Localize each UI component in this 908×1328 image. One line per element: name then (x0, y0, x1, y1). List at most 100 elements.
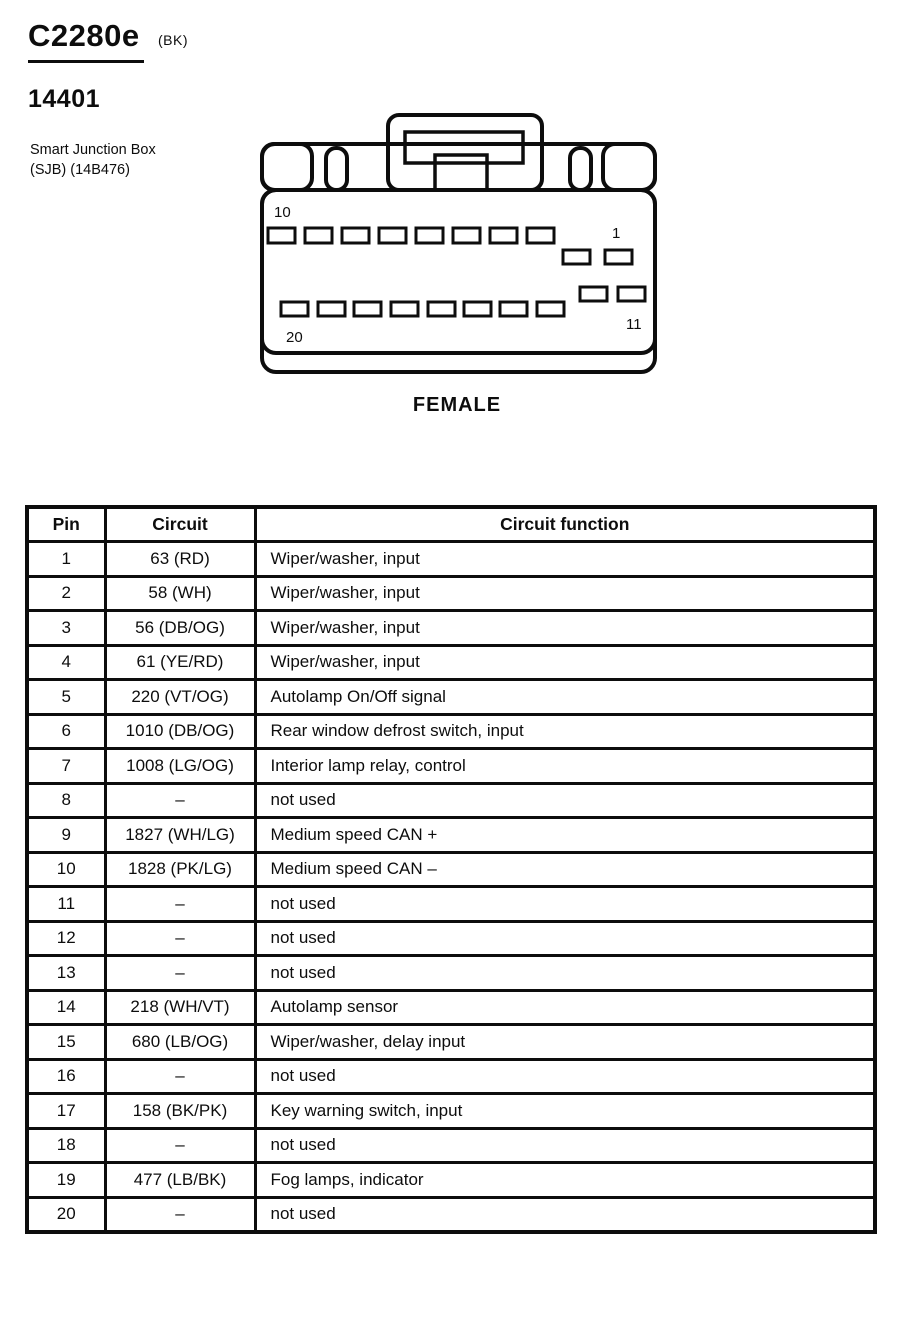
circuit-cell: – (103, 781, 257, 819)
pin-cell: 1 (25, 540, 107, 578)
circuit-cell: 1828 (PK/LG) (103, 850, 257, 888)
pin-cell: 10 (25, 850, 107, 888)
circuit-function-cell: not used (253, 1057, 877, 1095)
table-row: 11–not used (25, 885, 877, 923)
pin-label-10: 10 (274, 204, 291, 221)
circuit-cell: 1827 (WH/LG) (103, 816, 257, 854)
circuit-cell: 58 (WH) (103, 574, 257, 612)
pin-slot (462, 300, 493, 318)
connector-top-right-bump (568, 146, 593, 192)
table-header-row: Pin Circuit Circuit function (25, 505, 877, 543)
connector-diagram: 10 1 20 11 (250, 110, 662, 380)
pin-slot (352, 300, 383, 318)
connector-body-inner (260, 188, 657, 355)
connector-diagram-svg: 10 1 20 11 (260, 113, 657, 374)
connector-top-right-tab (601, 142, 657, 192)
connector-top-left-bump (324, 146, 349, 192)
pin-slot (389, 300, 420, 318)
pin-cell: 17 (25, 1092, 107, 1130)
circuit-function-cell: not used (253, 781, 877, 819)
circuit-function-cell: Autolamp On/Off signal (253, 678, 877, 716)
pin-cell: 6 (25, 712, 107, 750)
circuit-cell: 1008 (LG/OG) (103, 747, 257, 785)
circuit-function-cell: Wiper/washer, input (253, 574, 877, 612)
pin-slot-row-bottom (279, 285, 647, 318)
circuit-cell: – (103, 885, 257, 923)
circuit-function-cell: Medium speed CAN – (253, 850, 877, 888)
circuit-function-cell: Wiper/washer, input (253, 643, 877, 681)
circuit-function-cell: Rear window defrost switch, input (253, 712, 877, 750)
pin-label-20: 20 (286, 329, 303, 346)
circuit-function-cell: Autolamp sensor (253, 988, 877, 1026)
pin-label-1: 1 (612, 225, 620, 242)
circuit-cell: 218 (WH/VT) (103, 988, 257, 1026)
table-row: 8–not used (25, 781, 877, 819)
circuit-function-cell: not used (253, 1195, 877, 1233)
pin-slot (561, 248, 592, 266)
pin-cell: 20 (25, 1195, 107, 1233)
connector-color-code: (BK) (158, 32, 188, 48)
circuit-cell: – (103, 919, 257, 957)
circuit-function-cell: Key warning switch, input (253, 1092, 877, 1130)
circuit-cell: – (103, 1057, 257, 1095)
connector-top-strip (260, 142, 657, 192)
pin-slot-row-top (266, 226, 634, 266)
component-name-line1: Smart Junction Box (30, 142, 156, 158)
table-row: 13–not used (25, 954, 877, 992)
pin-cell: 9 (25, 816, 107, 854)
pin-slot (488, 226, 519, 245)
circuit-function-cell: Wiper/washer, input (253, 540, 877, 578)
circuit-function-cell: Wiper/washer, input (253, 609, 877, 647)
pin-cell: 15 (25, 1023, 107, 1061)
table-row: 20–not used (25, 1195, 877, 1233)
pin-slot (525, 226, 556, 245)
pin-cell: 18 (25, 1126, 107, 1164)
pin-cell: 16 (25, 1057, 107, 1095)
pin-slot (616, 285, 647, 303)
circuit-function-cell: Wiper/washer, delay input (253, 1023, 877, 1061)
pin-cell: 7 (25, 747, 107, 785)
pin-slot (603, 248, 634, 266)
pin-slot (266, 226, 297, 245)
pin-cell: 3 (25, 609, 107, 647)
pin-cell: 11 (25, 885, 107, 923)
circuit-function-cell: Medium speed CAN + (253, 816, 877, 854)
pin-slot (316, 300, 347, 318)
pin-label-11: 11 (626, 316, 642, 333)
header-pin: Pin (25, 505, 107, 543)
pin-slot (426, 300, 457, 318)
circuit-function-cell: Fog lamps, indicator (253, 1161, 877, 1199)
connector-latch-lug (433, 153, 489, 192)
circuit-function-cell: not used (253, 919, 877, 957)
pin-cell: 14 (25, 988, 107, 1026)
circuit-cell: 1010 (DB/OG) (103, 712, 257, 750)
circuit-cell: – (103, 1195, 257, 1233)
connector-body-outer (260, 188, 657, 374)
component-name-line2: (SJB) (14B476) (30, 162, 130, 178)
connector-top-left-tab (260, 142, 314, 192)
circuit-function-cell: not used (253, 1126, 877, 1164)
pin-cell: 12 (25, 919, 107, 957)
circuit-cell: 63 (RD) (103, 540, 257, 578)
pin-slot (578, 285, 609, 303)
circuit-function-cell: not used (253, 954, 877, 992)
connector-latch-window (403, 130, 525, 165)
table-row: 12–not used (25, 919, 877, 957)
circuit-cell: 56 (DB/OG) (103, 609, 257, 647)
pin-slot (535, 300, 566, 318)
part-number: 14401 (28, 85, 101, 113)
circuit-cell: 477 (LB/BK) (103, 1161, 257, 1199)
circuit-cell: 680 (LB/OG) (103, 1023, 257, 1061)
